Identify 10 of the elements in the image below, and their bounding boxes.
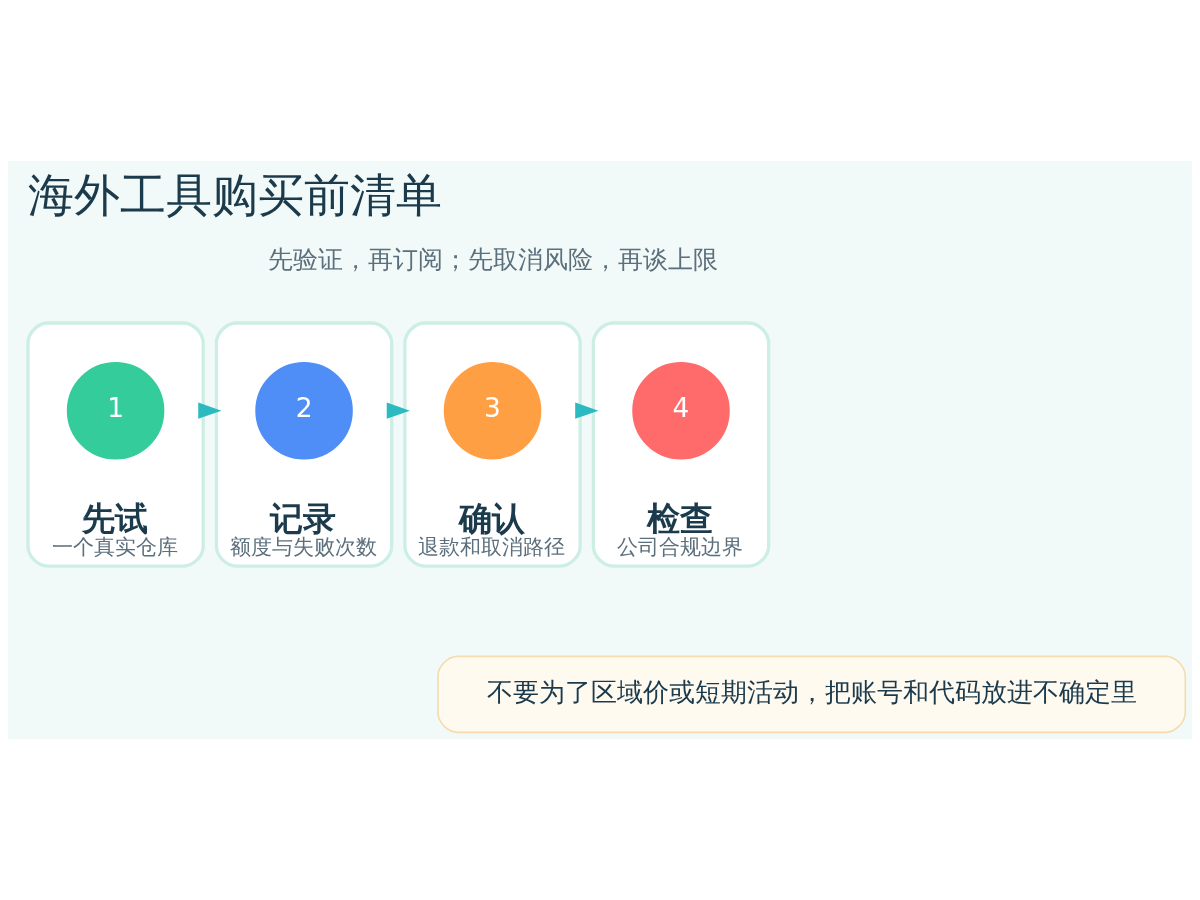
arrow [575, 402, 599, 419]
label: 先验证，再订阅；先取消风险，再谈上限 [267, 244, 718, 274]
node-circle: 2 [255, 361, 353, 460]
arrow [198, 402, 222, 419]
diagram-title: 海外工具购买前清单 [27, 168, 442, 223]
node-box: 不要为了区域价或短期活动，把账号和代码放进不确定里 [437, 655, 1187, 734]
node-circle: 1 [66, 361, 165, 460]
node-circle: 3 [443, 361, 542, 460]
arrow [386, 402, 410, 419]
node-circle: 4 [632, 361, 730, 460]
